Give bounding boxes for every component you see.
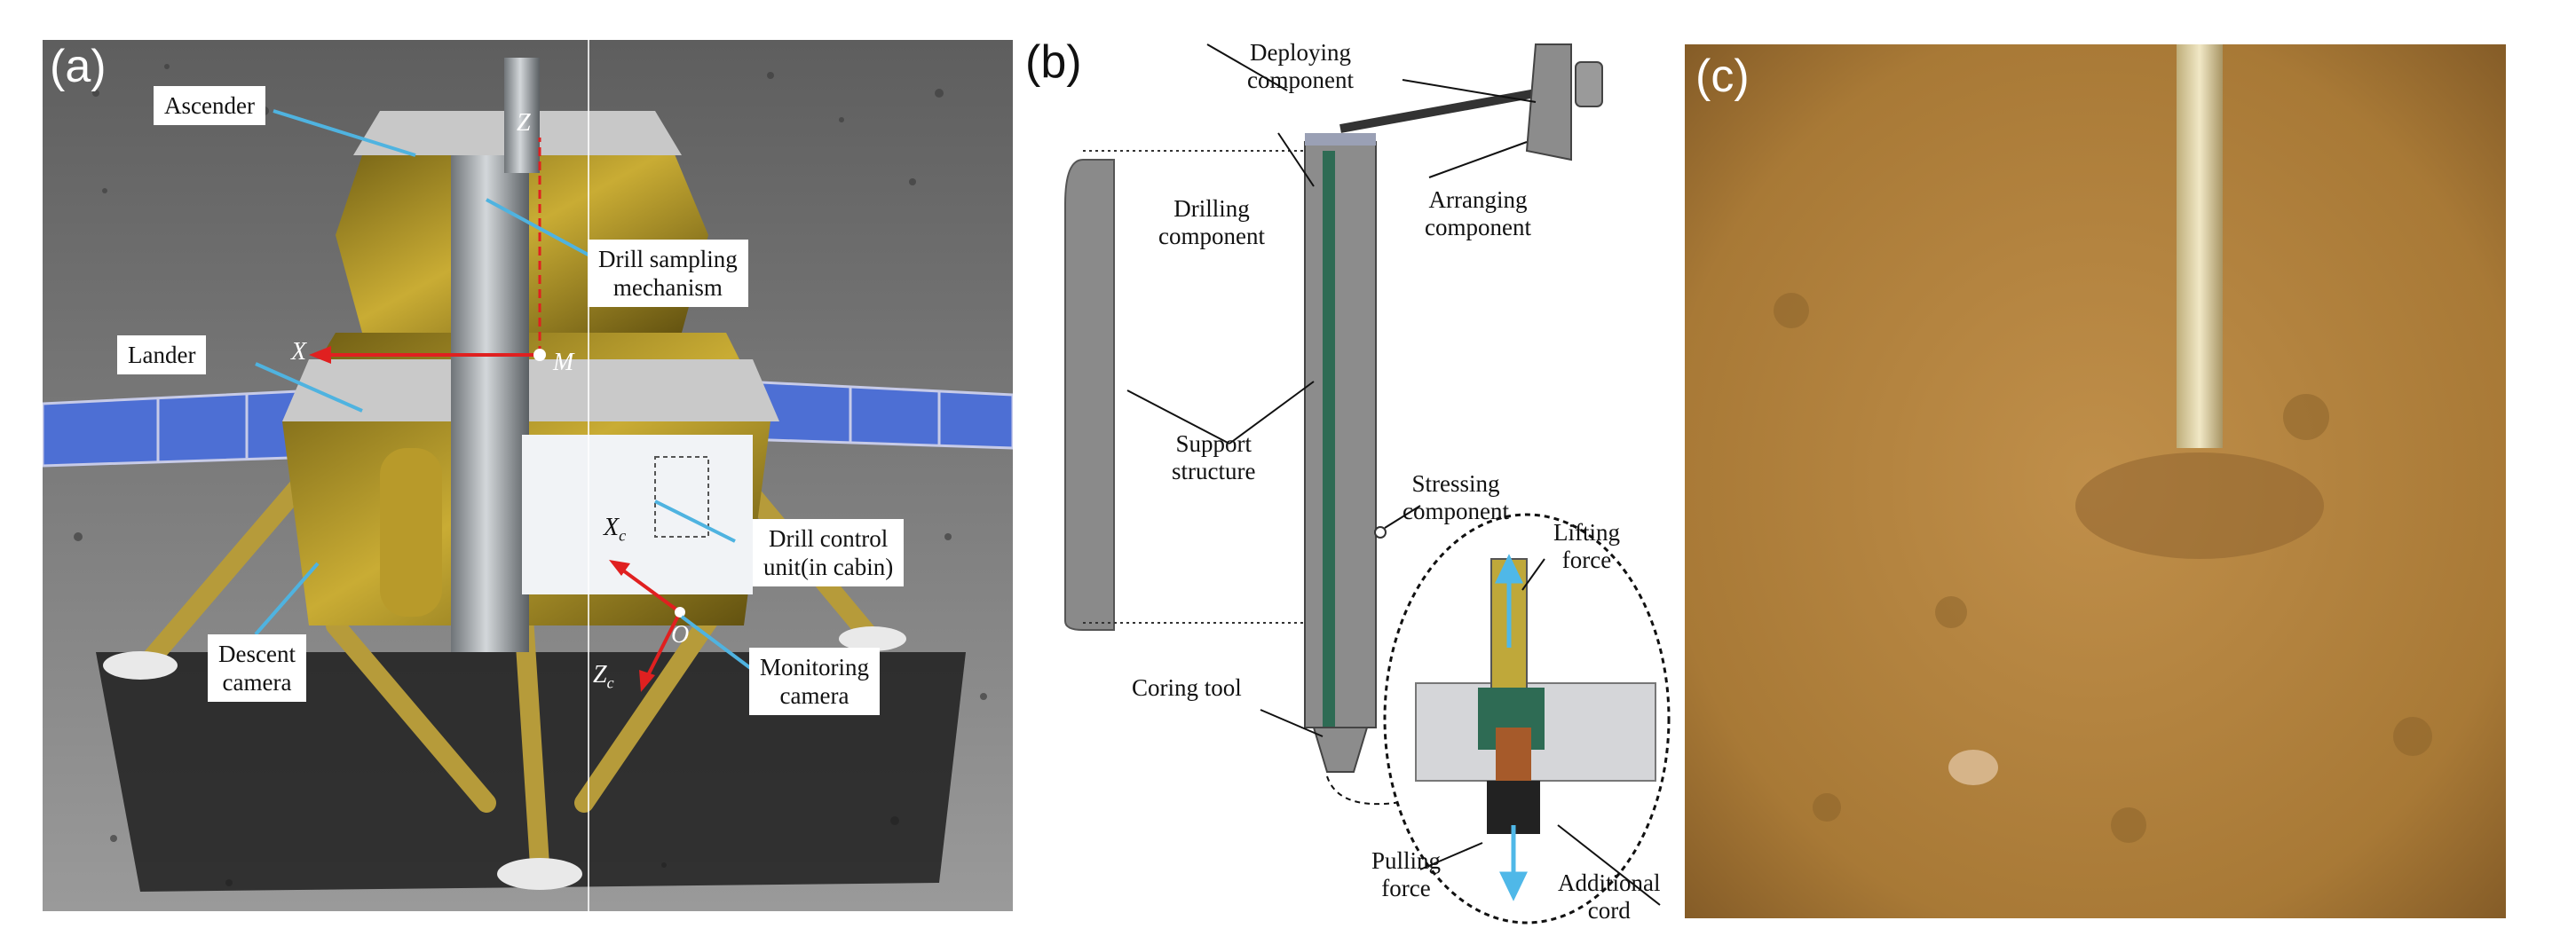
support-structure-column [1304, 141, 1377, 728]
solar-panels [43, 380, 1013, 468]
drill-column [451, 155, 529, 652]
drill-control-unit-outline [654, 456, 709, 538]
axis-zc-main: Z [593, 661, 607, 688]
ascender-callout: Ascender [154, 86, 265, 125]
panel-a-label: (a) [50, 41, 107, 92]
pulling-label-2: force [1381, 875, 1431, 901]
drill-top [504, 58, 540, 173]
axis-xc-sub: c [619, 526, 627, 545]
drill-control-label-2: unit(in cabin) [763, 554, 894, 580]
lander-label: Lander [128, 342, 196, 368]
detail-clamp [1496, 728, 1531, 781]
panel-b: (b) Deploying component Arranging compon… [1021, 27, 1678, 932]
footpad-right [839, 626, 906, 651]
coordinate-axes [309, 138, 685, 692]
pulling-label: Pulling force [1371, 847, 1441, 902]
drill-schematic [1064, 43, 1671, 924]
force-arrows [1495, 554, 1528, 901]
stressing-label-1: Stressing [1411, 470, 1500, 497]
support-label: Support structure [1172, 430, 1255, 485]
arranging-plate [1525, 43, 1572, 161]
drill-rod [2177, 44, 2223, 448]
ascender-label: Ascender [164, 92, 255, 119]
drill-control-callout: Drill control unit(in cabin) [753, 519, 905, 586]
lander-callout: Lander [117, 335, 207, 374]
arranging-label: Arranging component [1425, 186, 1531, 241]
axis-xc-main: X [604, 514, 620, 541]
support-label-1: Support [1175, 430, 1252, 457]
arranging-canister [1575, 61, 1603, 107]
monitoring-camera-label-2: camera [779, 682, 849, 709]
drill-mound [2075, 452, 2324, 559]
coring-tool-tip [1312, 727, 1369, 773]
additional-label-1: Additional [1558, 869, 1661, 896]
descent-camera-label-1: Descent [218, 641, 296, 667]
axis-xc-label: Xc [604, 514, 626, 546]
drilling-label: Drilling component [1158, 195, 1265, 250]
support-label-2: structure [1172, 458, 1256, 484]
drilling-component-rod [1323, 151, 1335, 728]
deploying-label-1: Deploying [1249, 39, 1351, 66]
lifting-label-1: Lifting [1553, 519, 1620, 546]
lunar-soil-photo [1685, 44, 2506, 918]
monitoring-camera-callout: Monitoring camera [749, 648, 881, 715]
drill-control-label-1: Drill control [768, 525, 889, 552]
stressing-label-2: component [1403, 498, 1509, 524]
axis-z-label: Z [517, 109, 531, 137]
descent-camera-label-2: camera [222, 669, 292, 696]
footpad-front [497, 858, 582, 890]
coring-label: Coring tool [1132, 674, 1242, 701]
drill-sampling-label-2: mechanism [612, 274, 723, 301]
pulling-label-1: Pulling [1371, 847, 1442, 874]
axis-x-label: X [291, 338, 307, 366]
lifting-label: Lifting force [1553, 519, 1620, 574]
stressing-label: Stressing component [1403, 470, 1509, 525]
lander-illustration [43, 40, 1013, 911]
panel-a: (a) Ascender Drill sampling mechanism La… [43, 40, 1013, 911]
soil-texture [1774, 293, 2432, 843]
tank [380, 448, 442, 617]
drill-control-box [522, 435, 753, 594]
panel-b-label: (b) [1025, 36, 1082, 88]
lifting-label-2: force [1561, 547, 1612, 573]
lander-deck [282, 359, 779, 421]
monitoring-camera-label-1: Monitoring [760, 654, 870, 681]
additional-label-2: cord [1587, 897, 1631, 924]
panel-c: (c) [1685, 44, 2506, 918]
deploying-arm [1339, 89, 1537, 133]
descent-camera-callout: Descent camera [208, 634, 306, 702]
panel-c-label: (c) [1695, 51, 1750, 102]
drill-sampling-callout: Drill sampling mechanism [588, 240, 748, 307]
axis-m-label: M [553, 349, 574, 376]
stressing-component-mark [1374, 526, 1387, 539]
drilling-label-1: Drilling [1173, 195, 1250, 222]
deploying-label: Deploying component [1247, 39, 1354, 94]
drill-sampling-label-1: Drill sampling [598, 246, 738, 272]
column-cap [1305, 133, 1376, 146]
support-structure-left [1064, 159, 1115, 631]
leader-lines [1126, 43, 1661, 906]
axis-zc-sub: c [606, 673, 614, 692]
deploying-label-2: component [1247, 67, 1354, 93]
callout-lines [254, 109, 755, 672]
drilling-label-2: component [1158, 223, 1265, 249]
arranging-label-1: Arranging [1428, 186, 1528, 213]
additional-label: Additional cord [1558, 869, 1661, 924]
pebble [1948, 750, 1998, 785]
arranging-label-2: component [1425, 214, 1531, 240]
axis-zc-label: Zc [593, 661, 614, 693]
axis-o-label: O [671, 621, 690, 649]
footpad-left [103, 651, 178, 680]
